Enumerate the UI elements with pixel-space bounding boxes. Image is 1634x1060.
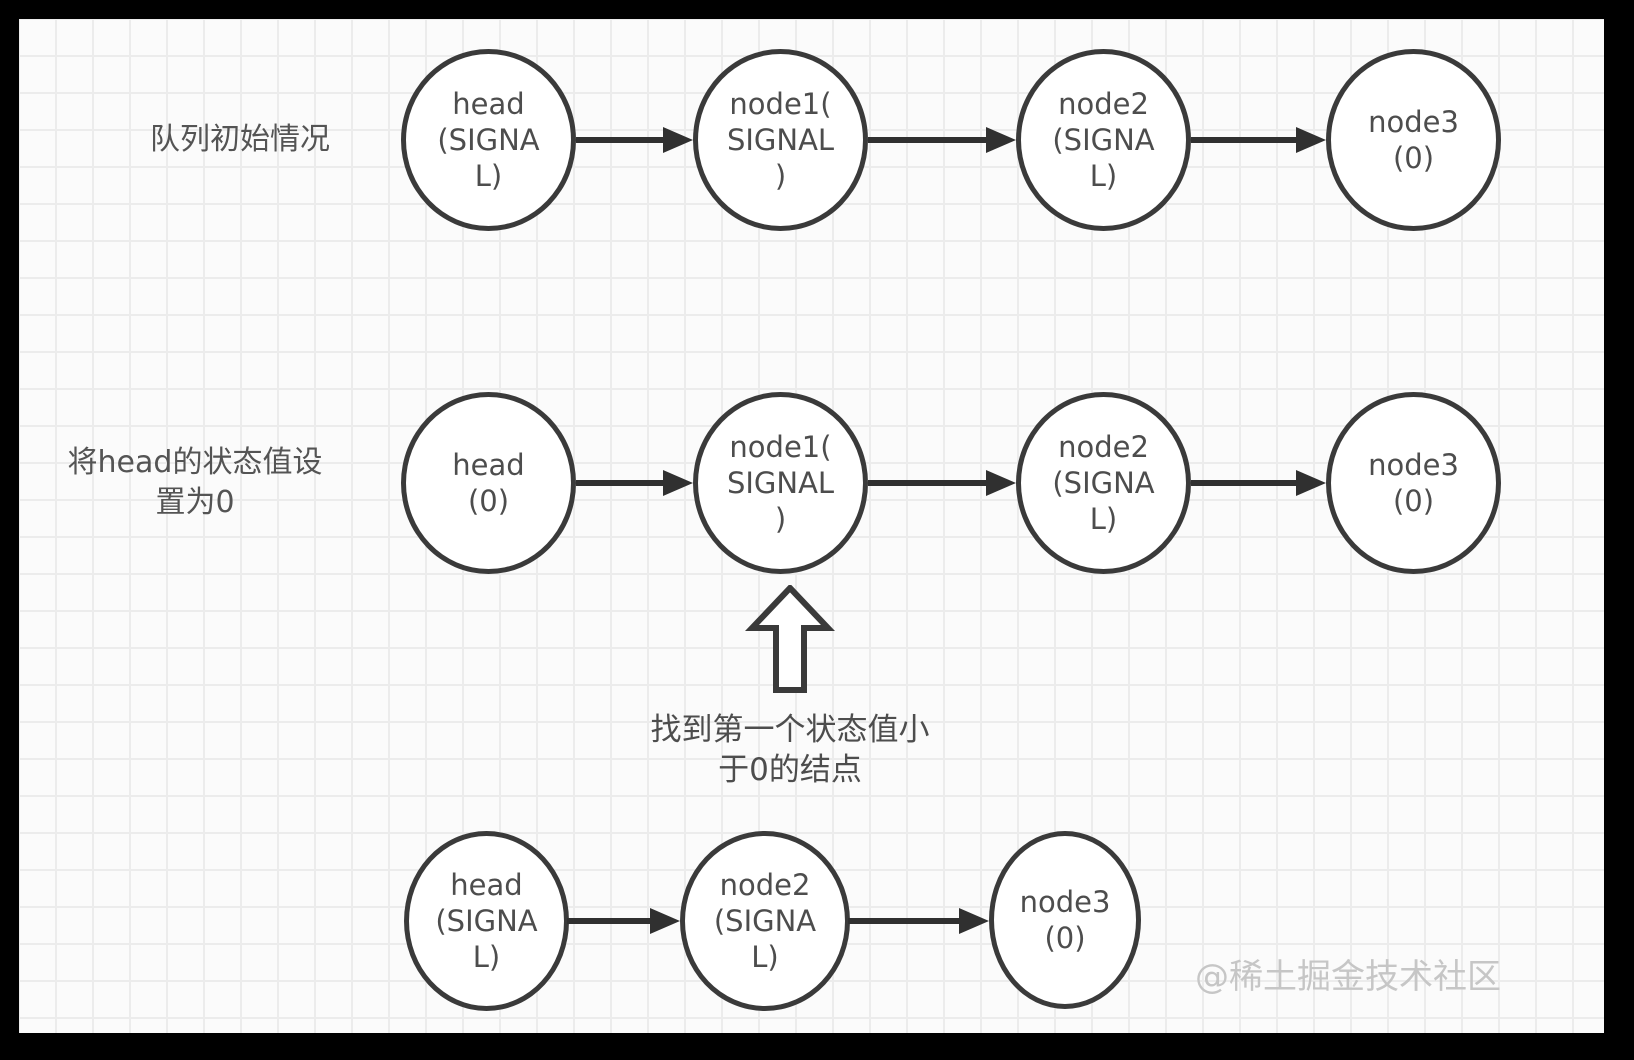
arrow-shaft bbox=[576, 137, 663, 143]
row2-node-node3: node3 (0) bbox=[1326, 392, 1501, 574]
row1-node-head: head (SIGNA L) bbox=[401, 49, 576, 231]
arrowhead-icon bbox=[959, 908, 989, 934]
row2-label: 将head的状态值设 置为0 bbox=[67, 445, 323, 520]
row2-node-node2: node2 (SIGNA L) bbox=[1016, 392, 1191, 574]
row1-node-node1: node1( SIGNAL ) bbox=[693, 49, 868, 231]
row2-arrow-node1-node2 bbox=[868, 470, 1016, 496]
arrow-shaft bbox=[848, 918, 959, 924]
row1-arrow-node2-node3 bbox=[1191, 127, 1326, 153]
arrowhead-icon bbox=[650, 908, 680, 934]
row2-annotation: 找到第一个状态值小 于0的结点 bbox=[650, 712, 930, 788]
row1-node-node3: node3 (0) bbox=[1326, 49, 1501, 231]
arrowhead-icon bbox=[986, 127, 1016, 153]
row3-node-node3: node3 (0) bbox=[989, 831, 1141, 1009]
arrowhead-icon bbox=[1296, 470, 1326, 496]
row2-node-node1: node1( SIGNAL ) bbox=[693, 392, 868, 574]
arrowhead-icon bbox=[663, 127, 693, 153]
row1-label: 队列初始情况 bbox=[150, 122, 330, 157]
up-arrow-icon bbox=[745, 585, 835, 693]
row3-node-head: head (SIGNA L) bbox=[404, 831, 569, 1011]
arrow-shaft bbox=[868, 137, 986, 143]
arrowhead-icon bbox=[986, 470, 1016, 496]
row1-node-node2: node2 (SIGNA L) bbox=[1016, 49, 1191, 231]
arrow-shaft bbox=[567, 918, 650, 924]
diagram-canvas: 队列初始情况 head (SIGNA L) node1( SIGNAL ) no… bbox=[19, 19, 1604, 1033]
watermark: @稀土掘金技术社区 bbox=[1195, 957, 1501, 997]
row3-node-node2: node2 (SIGNA L) bbox=[680, 831, 850, 1011]
row3-arrow-node2-node3 bbox=[848, 908, 989, 934]
arrowhead-icon bbox=[1296, 127, 1326, 153]
row2-arrow-node2-node3 bbox=[1191, 470, 1326, 496]
arrowhead-icon bbox=[663, 470, 693, 496]
row2-node-head: head (0) bbox=[401, 392, 576, 574]
arrow-shaft bbox=[868, 480, 986, 486]
row2-arrow-head-node1 bbox=[576, 470, 693, 496]
arrow-shaft bbox=[1191, 137, 1296, 143]
row1-arrow-node1-node2 bbox=[868, 127, 1016, 153]
arrow-shaft bbox=[1191, 480, 1296, 486]
row1-arrow-head-node1 bbox=[576, 127, 693, 153]
row3-arrow-head-node2 bbox=[567, 908, 680, 934]
arrow-shaft bbox=[576, 480, 663, 486]
